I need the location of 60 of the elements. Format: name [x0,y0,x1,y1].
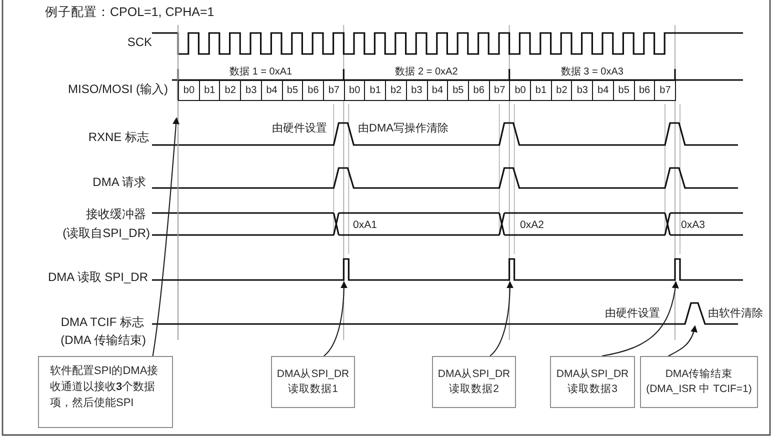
signal-label: SCK [127,36,152,50]
bit-cell: b7 [488,80,511,101]
bit-cell: b4 [426,80,448,101]
bit-cell: b6 [468,80,490,101]
annotation-box [550,356,635,408]
bit-cell: b1 [364,80,386,101]
annotation-text: 软件配置SPI的DMA接收通道以接收3个数据项，然后使能SPI [50,364,160,411]
annotation-text: DMA从SPI_DR读取数据2 [436,366,512,397]
signal-label: MISO/MOSI (输入) [68,83,168,97]
bit-cell: b5 [447,80,470,101]
bit-cell: b2 [385,80,407,101]
bit-cell: b5 [282,80,304,101]
bit-cell: b0 [178,80,200,101]
value-label: 0xA1 [353,218,377,232]
bit-cell: b6 [634,80,656,101]
annotation-text: DMA从SPI_DR读取数据1 [276,366,350,397]
bit-cell: b4 [592,80,614,101]
bit-cell: b2 [550,80,573,101]
signal-label: (DMA 传输结束) [60,334,146,348]
annotation-text: 由软件清除 [708,308,763,320]
annotation-box [271,356,355,408]
leader-arrow [602,281,679,357]
bit-cell: b1 [198,80,221,101]
bit-cell: b6 [302,80,324,101]
annotation-box [38,356,173,428]
leader-arrow [668,325,698,356]
leader-arrow [490,281,514,356]
bit-cell: b3 [240,80,262,101]
bit-cell: b4 [260,80,283,101]
annotation-text: 由硬件设置 [272,122,327,136]
signal-label: DMA 请求 [92,176,146,190]
signal-label: 接收缓冲器 [86,208,146,222]
annotation-text: 由DMA写操作清除 [358,122,448,136]
bit-cell: b5 [612,80,635,101]
bit-cell: b3 [571,80,594,101]
signal-label: DMA 读取 SPI_DR [48,271,148,285]
value-label: 0xA2 [520,218,544,232]
bit-cell: b7 [322,80,345,101]
bit-cell: b2 [219,80,242,101]
annotation-box [432,356,516,408]
value-label: 0xA3 [681,218,705,232]
annotation-text: DMA从SPI_DR读取数据3 [555,366,630,397]
leader-arrow [152,117,180,356]
annotation-text: 由硬件设置 [605,308,660,320]
read-pulse-waveform [152,258,743,281]
bit-cell: b0 [344,80,366,101]
annotation-text: DMA传输结束(DMA_ISR 中 TCIF=1) [645,366,753,397]
bit-cell: b3 [406,80,428,101]
byte-label: 数据 3 = 0xA3 [560,66,624,78]
annotation-box [640,356,758,408]
diagram-title: 例子配置：CPOL=1, CPHA=1 [45,5,214,20]
byte-label: 数据 1 = 0xA1 [230,66,292,78]
bit-cell: b1 [530,80,552,101]
bit-cell: b0 [509,80,532,101]
signal-label: RXNE 标志 [88,131,149,145]
bit-cell: b7 [654,80,676,101]
byte-label: 数据 2 = 0xA2 [395,66,458,78]
signal-label: (读取自SPI_DR) [62,227,150,241]
signal-label: DMA TCIF 标志 [60,316,144,330]
leader-arrow [324,281,348,356]
